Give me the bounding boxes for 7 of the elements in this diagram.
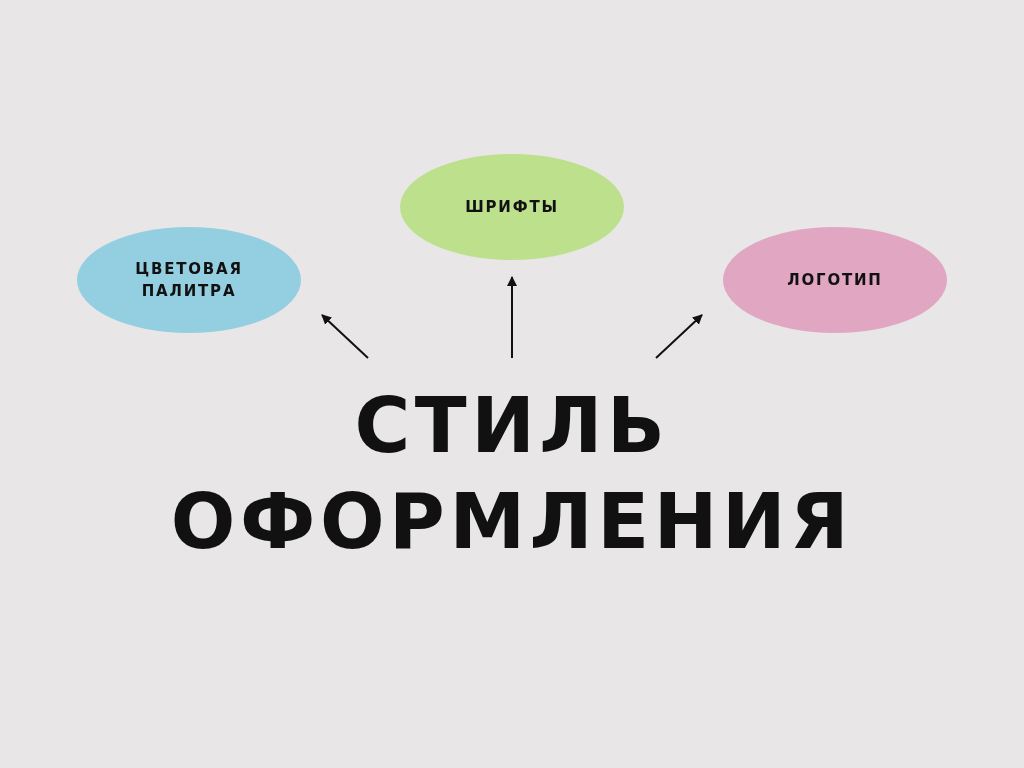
topic-label: ЦВЕТОВАЯ ПАЛИТРА bbox=[134, 259, 244, 302]
topic-label: ЛОГОТИП bbox=[786, 270, 884, 291]
arrow bbox=[655, 314, 703, 359]
arrow bbox=[507, 276, 517, 359]
topic-label: ШРИФТЫ bbox=[464, 197, 560, 218]
arrow bbox=[321, 314, 369, 359]
main-heading: СТИЛЬ ОФОРМЛЕНИЯ bbox=[170, 380, 854, 568]
